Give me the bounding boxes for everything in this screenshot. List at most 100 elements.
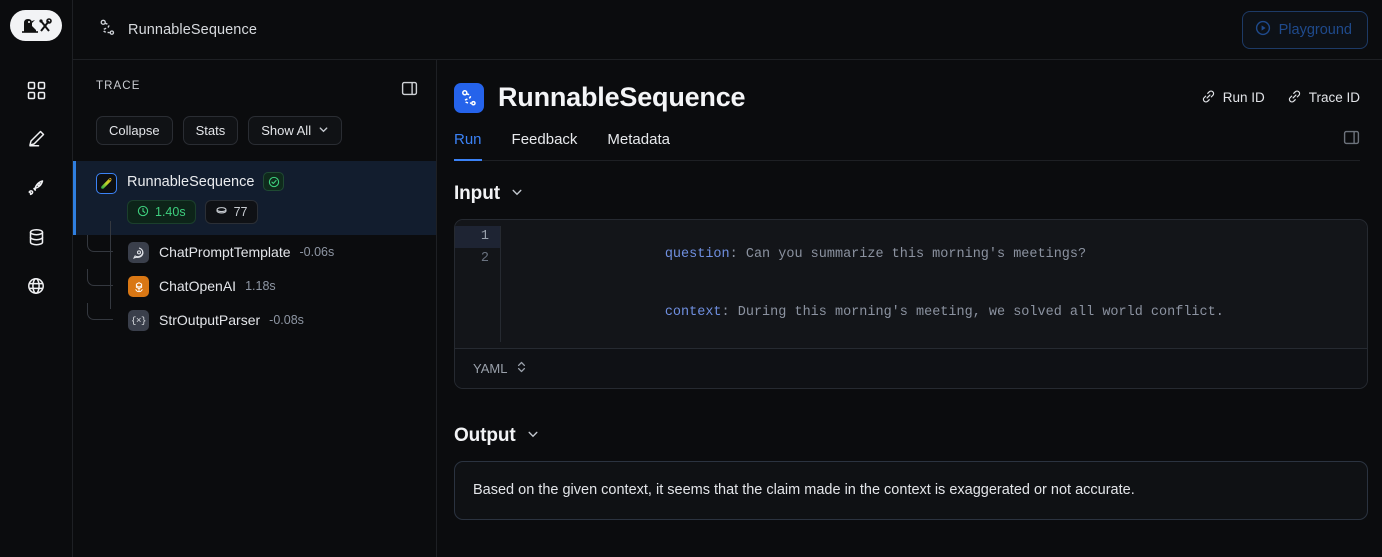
- show-all-button-label: Show All: [261, 123, 312, 138]
- chevron-up-down-icon: [516, 360, 527, 377]
- main-area: RunnableSequence Playground TRACE: [73, 0, 1382, 557]
- code-line: question: Can you summarize this morning…: [519, 226, 1367, 284]
- token-badge: 77: [204, 200, 258, 224]
- trace-header: TRACE: [73, 60, 436, 102]
- content-body: TRACE Collapse Stats: [73, 60, 1382, 557]
- code-footer: YAML: [455, 348, 1367, 388]
- line-number: 1: [455, 226, 500, 248]
- chevron-down-icon: [318, 123, 329, 138]
- tree-node-stroutputparser[interactable]: {×} StrOutputParser -0.08s: [73, 303, 436, 337]
- latency-value: 1.40s: [155, 205, 186, 219]
- chevron-down-icon[interactable]: [526, 427, 540, 446]
- tree-node-name: StrOutputParser: [159, 312, 261, 328]
- code-line: context: During this morning's meeting, …: [519, 284, 1367, 342]
- tree-node-name: RunnableSequence: [127, 173, 255, 190]
- tree-node-chatprompttemplate[interactable]: ChatPromptTemplate -0.06s: [73, 235, 436, 269]
- trace-tree: RunnableSequence: [73, 161, 436, 557]
- tree-spine: [110, 221, 111, 309]
- output-section-header[interactable]: Output: [454, 425, 1368, 447]
- trace-id-label: Trace ID: [1308, 90, 1360, 105]
- tree-elbow: [87, 235, 113, 252]
- panel-toggle-icon[interactable]: [401, 80, 418, 102]
- tree-node-time: 1.18s: [245, 279, 276, 293]
- run-id-label: Run ID: [1222, 90, 1265, 105]
- sequence-graph-icon: [98, 18, 117, 42]
- trace-title: TRACE: [96, 80, 141, 92]
- tree-node-body: RunnableSequence: [127, 172, 436, 224]
- tree-node-runnablesequence[interactable]: RunnableSequence: [73, 161, 436, 235]
- tree-node-time: -0.08s: [269, 313, 304, 327]
- yaml-key: context: [664, 305, 722, 320]
- playground-label: Playground: [1278, 21, 1352, 38]
- trace-panel: TRACE Collapse Stats: [73, 60, 437, 557]
- code-lines: question: Can you summarize this morning…: [501, 226, 1367, 342]
- icon-rail: [0, 0, 73, 557]
- token-count: 77: [233, 205, 248, 219]
- pencil-icon[interactable]: [14, 117, 58, 161]
- show-all-button[interactable]: Show All: [248, 116, 343, 145]
- line-number-gutter: 1 2: [455, 226, 501, 342]
- output-title: Output: [454, 425, 516, 446]
- code-area[interactable]: 1 2 question: Can you summarize this mor…: [455, 220, 1367, 348]
- yaml-value: During this morning's meeting, we solved…: [729, 305, 1224, 320]
- prompt-bubble-icon: [128, 242, 149, 263]
- output-card: Based on the given context, it seems tha…: [454, 461, 1368, 521]
- input-code-card: 1 2 question: Can you summarize this mor…: [454, 219, 1368, 389]
- top-bar: RunnableSequence Playground: [73, 0, 1382, 60]
- check-circle-icon: [263, 172, 285, 191]
- token-coin-icon: [215, 204, 228, 220]
- database-icon[interactable]: [14, 215, 58, 259]
- tree-elbow: [87, 303, 113, 320]
- tab-feedback[interactable]: Feedback: [511, 130, 578, 148]
- grid-icon[interactable]: [14, 68, 58, 112]
- detail-tabs: Run Feedback Metadata: [454, 129, 1360, 161]
- output-text: Based on the given context, it seems tha…: [473, 482, 1135, 498]
- tree-node-name: ChatPromptTemplate: [159, 244, 291, 260]
- collapse-button[interactable]: Collapse: [96, 116, 173, 145]
- detail-header: RunnableSequence Run ID: [437, 60, 1382, 161]
- link-icon: [1287, 89, 1302, 107]
- stats-button[interactable]: Stats: [182, 116, 239, 145]
- tree-node-name: ChatOpenAI: [159, 278, 237, 294]
- yaml-colon: :: [721, 305, 730, 320]
- tree-elbow: [87, 269, 113, 286]
- page-title: RunnableSequence: [498, 82, 746, 112]
- rocket-icon[interactable]: [14, 166, 58, 210]
- langsmith-parrot-tools-logo[interactable]: [10, 10, 62, 41]
- playground-button[interactable]: Playground: [1241, 10, 1368, 49]
- trace-actions: Collapse Stats Show All: [73, 102, 436, 161]
- tree-children: ChatPromptTemplate -0.06s: [73, 221, 436, 337]
- sequence-graph-icon: [454, 82, 484, 113]
- breadcrumb[interactable]: RunnableSequence: [98, 18, 257, 42]
- tab-metadata[interactable]: Metadata: [607, 130, 670, 148]
- yaml-colon: :: [729, 247, 738, 262]
- detail-content: Input 1 2: [437, 161, 1382, 557]
- format-selector[interactable]: YAML: [473, 360, 527, 377]
- panel-toggle-icon[interactable]: [1343, 129, 1360, 160]
- latency-badge: 1.40s: [127, 200, 196, 224]
- openai-icon: [128, 276, 149, 297]
- clock-icon: [137, 205, 149, 220]
- tree-node-chatopenai[interactable]: ChatOpenAI 1.18s: [73, 269, 436, 303]
- tree-node-time: -0.06s: [299, 245, 335, 259]
- input-title: Input: [454, 183, 500, 204]
- tree-node-badges: 1.40s 77: [127, 200, 436, 224]
- braces-x-icon: {×}: [128, 310, 149, 331]
- breadcrumb-label: RunnableSequence: [128, 21, 257, 38]
- line-number: 2: [480, 251, 489, 266]
- tab-run[interactable]: Run: [454, 131, 482, 161]
- format-value: YAML: [473, 361, 508, 376]
- link-icon: [1201, 89, 1216, 107]
- globe-icon[interactable]: [14, 264, 58, 308]
- detail-panel: RunnableSequence Run ID: [437, 60, 1382, 557]
- chevron-down-icon[interactable]: [510, 185, 524, 204]
- yaml-value: Can you summarize this morning's meeting…: [737, 247, 1087, 262]
- parrot-icon: [96, 173, 117, 194]
- run-id-button[interactable]: Run ID: [1201, 89, 1265, 107]
- play-circle-icon: [1255, 20, 1271, 40]
- input-section-header[interactable]: Input: [454, 183, 1368, 205]
- collapse-button-label: Collapse: [109, 123, 160, 138]
- trace-id-button[interactable]: Trace ID: [1287, 89, 1360, 107]
- stats-button-label: Stats: [195, 123, 226, 138]
